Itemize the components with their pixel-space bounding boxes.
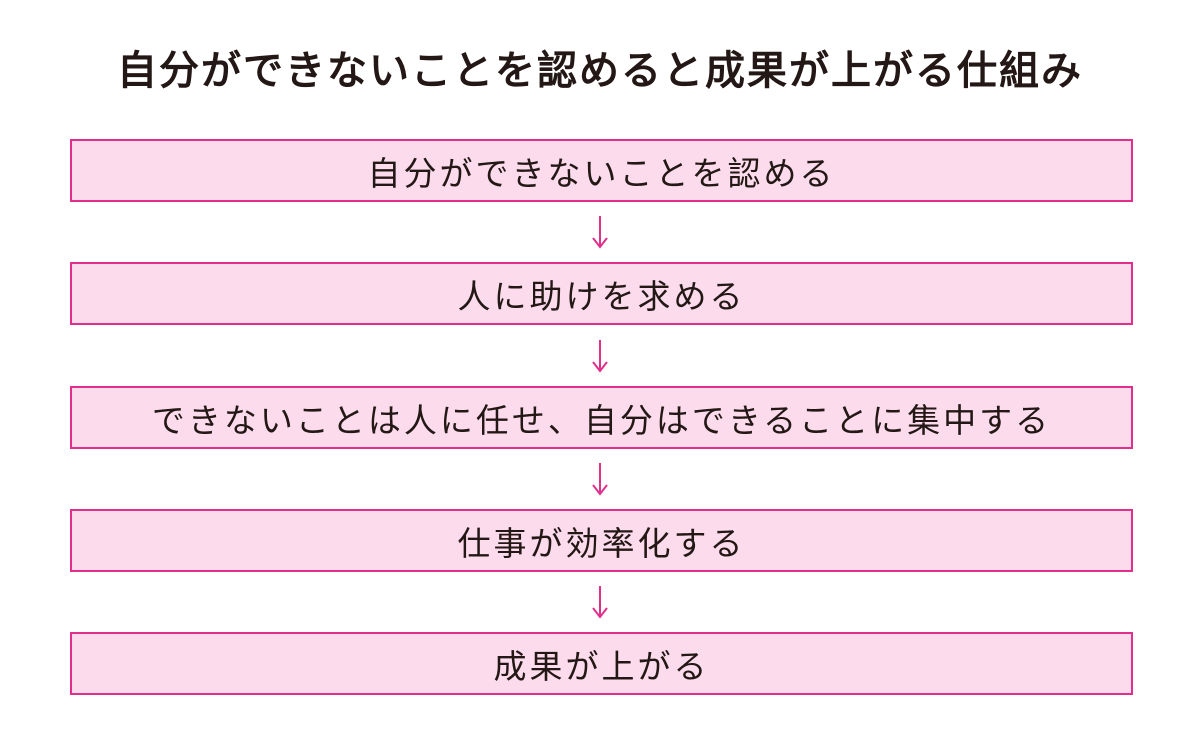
step-label: 自分ができないことを認める: [367, 153, 836, 193]
step-label: 仕事が効率化する: [457, 523, 746, 563]
step-box-2: 人に助けを求める: [70, 262, 1133, 325]
step-box-1: 自分ができないことを認める: [70, 139, 1133, 202]
diagram-title: 自分ができないことを認めると成果が上がる仕組み: [117, 48, 1083, 94]
down-arrow-icon: [592, 216, 608, 249]
step-box-3: できないことは人に任せ、自分はできることに集中する: [70, 386, 1133, 449]
down-arrow-icon: [592, 586, 608, 619]
step-label: 成果が上がる: [493, 646, 710, 686]
step-label: できないことは人に任せ、自分はできることに集中する: [151, 400, 1052, 440]
down-arrow-icon: [592, 463, 608, 496]
step-box-5: 成果が上がる: [70, 632, 1133, 695]
step-box-4: 仕事が効率化する: [70, 509, 1133, 572]
down-arrow-icon: [592, 340, 608, 373]
step-label: 人に助けを求める: [457, 276, 746, 316]
